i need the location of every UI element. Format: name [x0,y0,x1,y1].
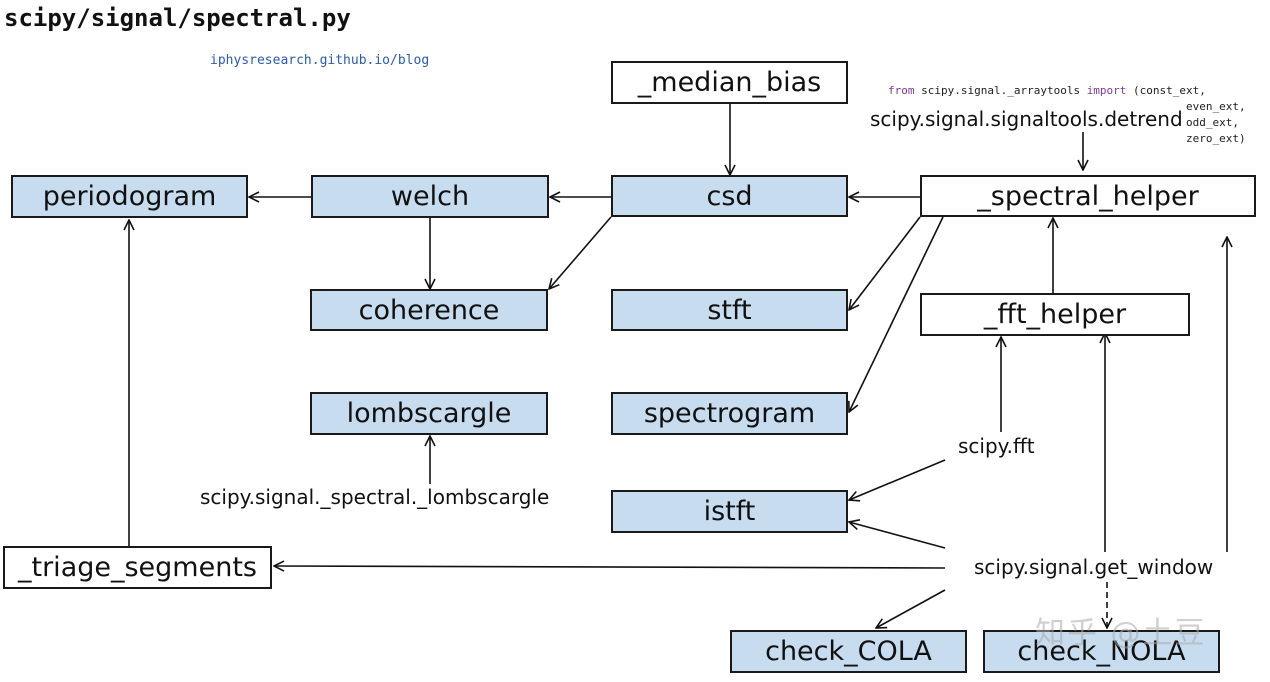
node-spectral-helper[interactable]: _spectral_helper [920,175,1256,217]
code-first-name: (const_ext, [1126,84,1206,97]
page-title: scipy/signal/spectral.py [4,4,351,32]
node-triage-segments[interactable]: _triage_segments [3,546,272,589]
node-stft[interactable]: stft [611,289,848,331]
node-csd[interactable]: csd [611,175,848,217]
node-check-nola[interactable]: check_NOLA [983,630,1220,673]
node-spectrogram[interactable]: spectrogram [611,392,848,435]
label-detrend: scipy.signal.signaltools.detrend [870,107,1183,131]
arrow-spectral-helper-to-spectrogram [849,216,944,412]
code-line-2: even_ext, [1186,100,1246,113]
arrow-spectral-helper-to-stft [849,216,921,310]
arrow-get-window-to-istft [849,522,946,549]
arrow-fft-to-istft [849,459,946,500]
code-line-1: from scipy.signal._arraytools import (co… [888,83,1246,99]
label-scipy-fft: scipy.fft [958,434,1035,458]
arrow-get-window-to-check-cola [876,589,946,628]
code-module: scipy.signal._arraytools [914,84,1087,97]
arrow-csd-to-coherence [549,216,612,289]
code-import-keyword: import [1086,84,1127,97]
node-welch[interactable]: welch [311,175,549,218]
node-istft[interactable]: istft [611,490,848,533]
node-periodogram[interactable]: periodogram [11,175,248,218]
code-from-keyword: from [888,84,915,97]
code-line-4: zero_ext) [1186,132,1246,145]
arrow-get-window-to-triage [274,566,946,568]
node-median-bias[interactable]: _median_bias [611,61,848,104]
code-line-3: odd_ext, [1186,116,1239,129]
import-code-snippet: from scipy.signal._arraytools import (co… [888,83,1246,147]
label-get-window: scipy.signal.get_window [974,555,1214,579]
node-coherence[interactable]: coherence [310,289,548,331]
node-check-cola[interactable]: check_COLA [730,630,967,673]
label-lombscargle-ext: scipy.signal._spectral._lombscargle [200,485,550,509]
node-fft-helper[interactable]: _fft_helper [920,293,1190,336]
node-lombscargle[interactable]: lombscargle [310,392,548,435]
blog-link[interactable]: iphysresearch.github.io/blog [210,53,430,68]
